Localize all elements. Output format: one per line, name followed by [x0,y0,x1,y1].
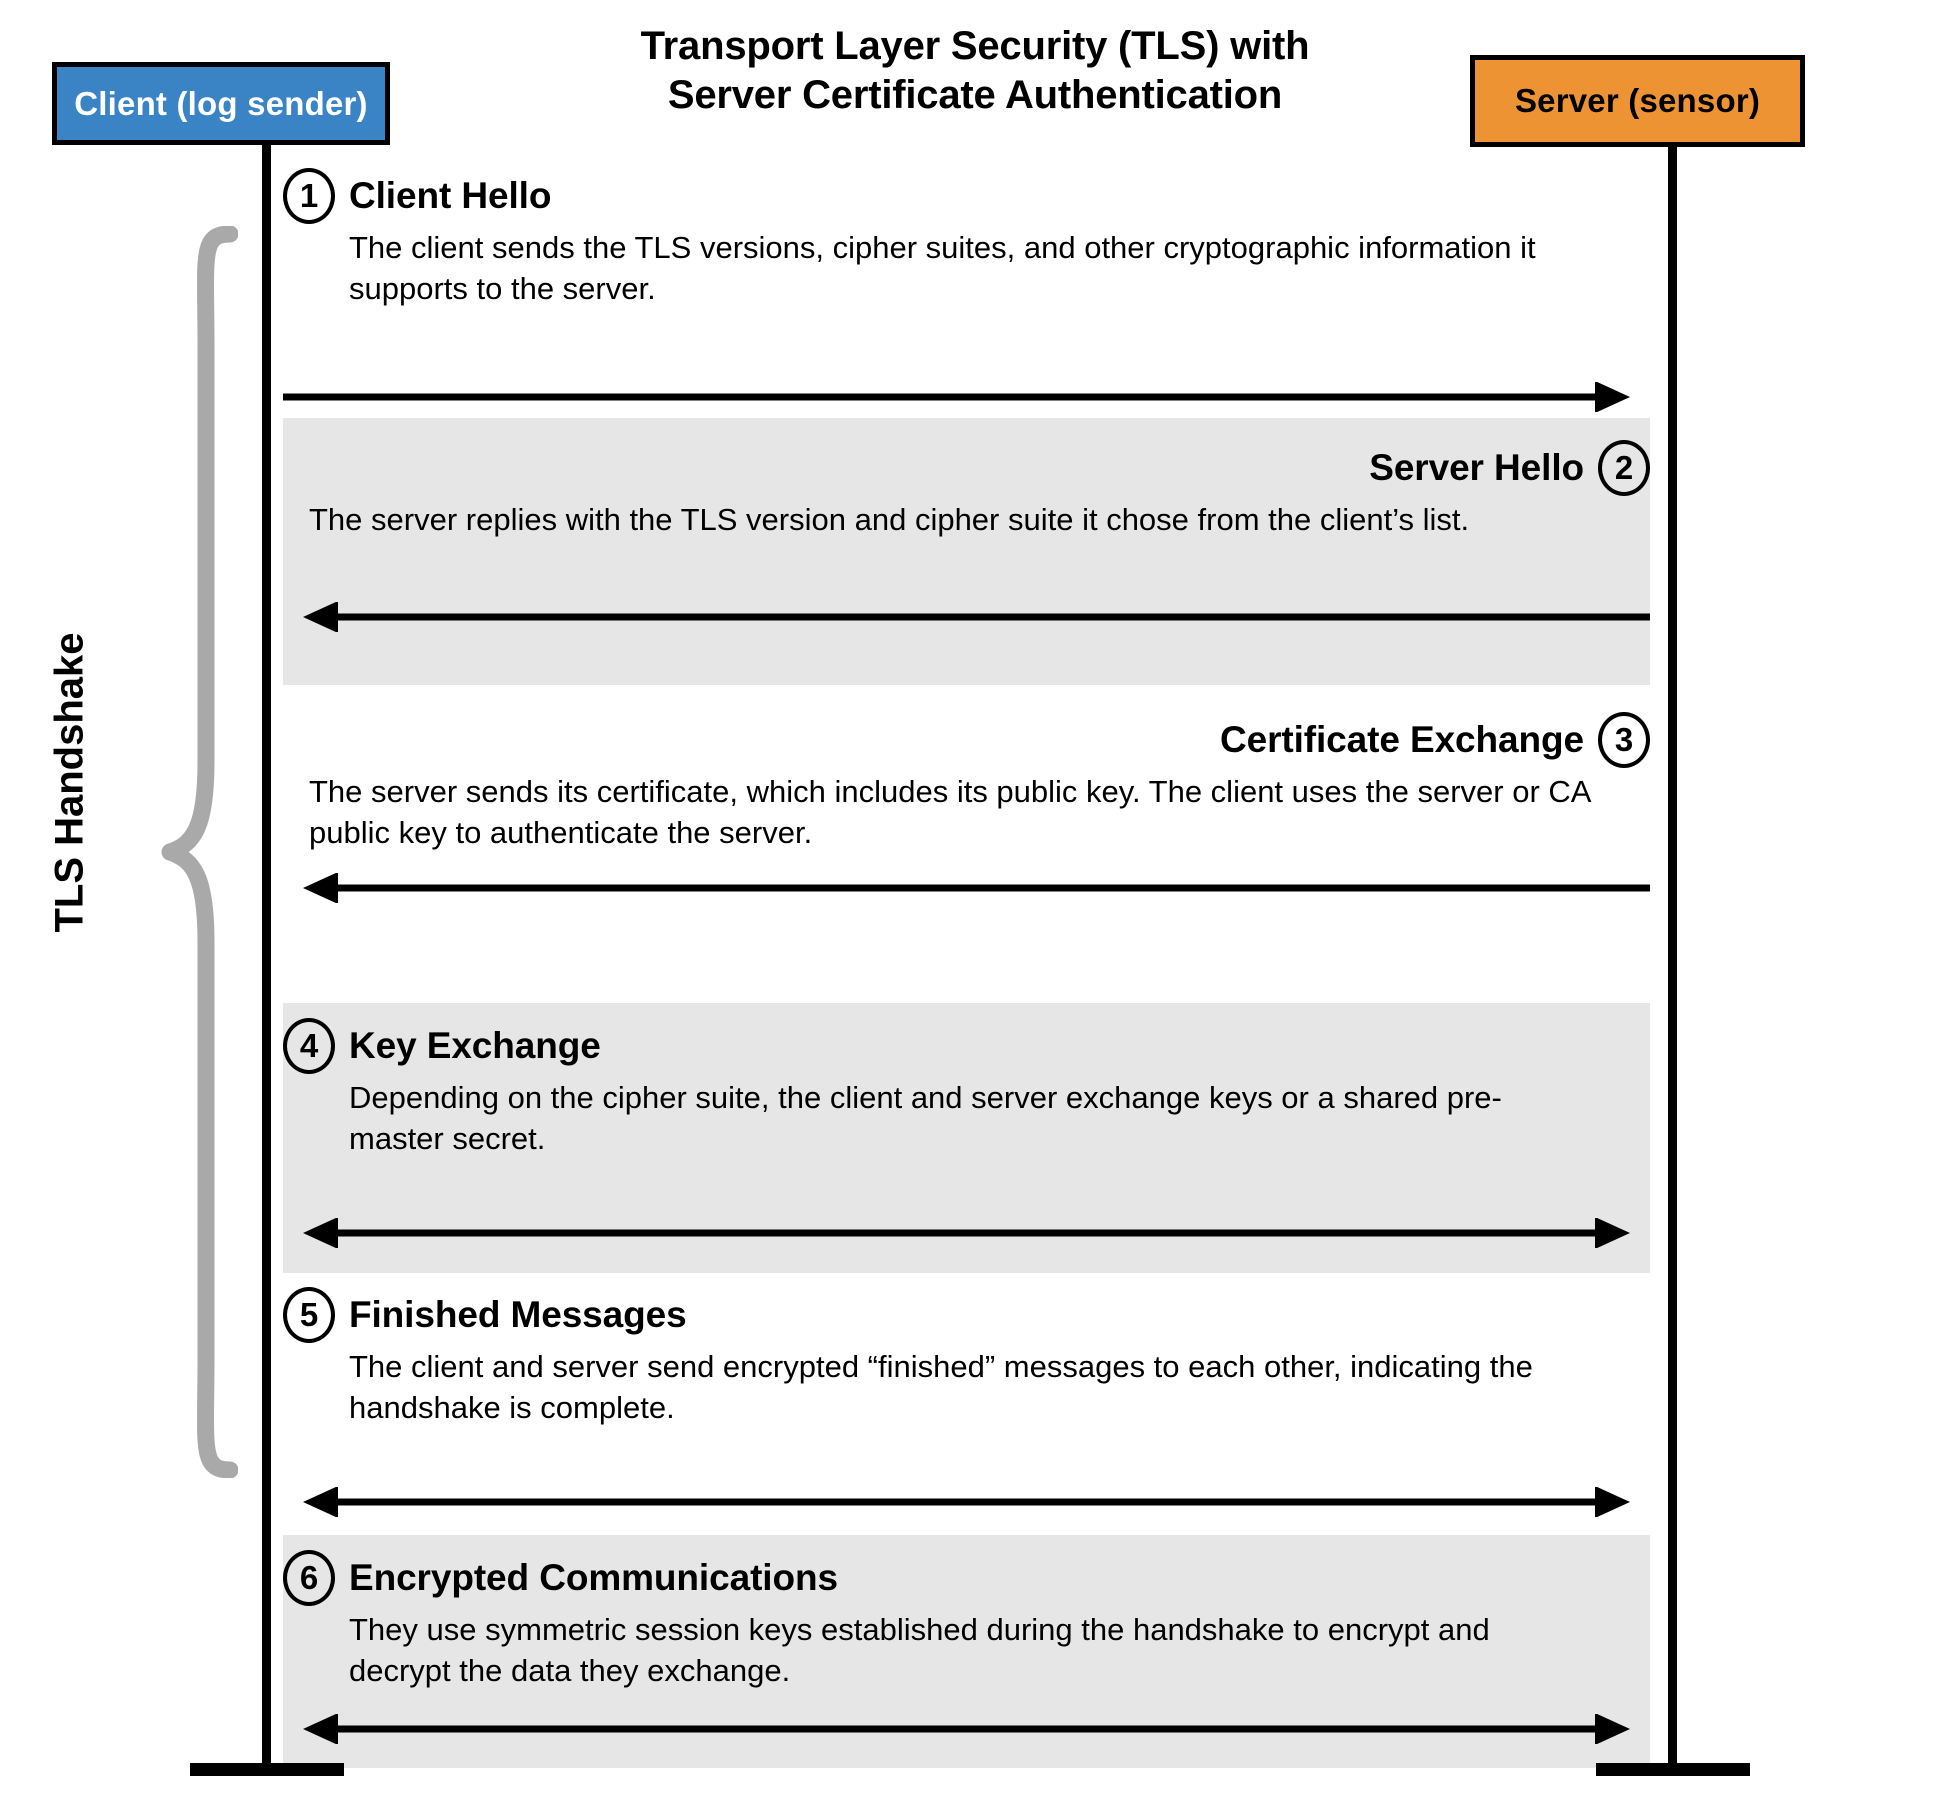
step-row-4: 4 Key Exchange Depending on the cipher s… [283,1018,1650,1160]
step-description-2: The server replies with the TLS version … [309,502,1470,537]
server-lifeline-foot [1596,1763,1750,1776]
actor-server-box[interactable]: Server (sensor) [1470,55,1805,147]
step-number-badge-2: 2 [1598,440,1650,496]
step-number-badge-1: 1 [283,168,335,224]
step-row-3: Certificate Exchange 3 The server sends … [283,712,1650,854]
step-description-5: The client and server send encrypted “fi… [349,1349,1533,1425]
tls-handshake-label: TLS Handshake [47,632,92,933]
step-header-5: 5 Finished Messages [283,1287,1650,1343]
step-title-5: Finished Messages [349,1294,687,1335]
title-line-2: Server Certificate Authentication [667,72,1283,117]
client-lifeline [262,144,271,1769]
page-title: Transport Layer Security (TLS) with Serv… [470,22,1480,120]
step-description-4: Depending on the cipher suite, the clien… [349,1080,1502,1156]
step-row-5: 5 Finished Messages The client and serve… [283,1287,1650,1429]
step-header-1: 1 Client Hello [283,168,1650,224]
actor-client-box[interactable]: Client (log sender) [52,62,390,145]
step-row-2: Server Hello 2 The server replies with t… [283,440,1650,541]
step-number-badge-4: 4 [283,1018,335,1074]
message-arrow-2-server-to-client [283,602,1650,632]
step-row-1: 1 Client Hello The client sends the TLS … [283,168,1650,310]
row-band-2 [283,418,1650,685]
step-title-4: Key Exchange [349,1025,601,1066]
step-header-4: 4 Key Exchange [283,1018,1650,1074]
step-number-badge-5: 5 [283,1287,335,1343]
step-title-2: Server Hello [1369,447,1584,488]
message-arrow-3-server-to-client [283,873,1650,903]
row-band-4 [283,1003,1650,1273]
message-arrow-1-client-to-server [283,382,1650,412]
title-line-1: Transport Layer Security (TLS) with [640,24,1310,68]
client-lifeline-foot [190,1763,344,1776]
step-description-3: The server sends its certificate, which … [309,774,1590,850]
step-description-6: They use symmetric session keys establis… [349,1612,1490,1688]
tls-handshake-brace-icon [160,225,239,1479]
step-number-badge-6: 6 [283,1550,335,1606]
step-title-6: Encrypted Communications [349,1557,838,1598]
step-header-6: 6 Encrypted Communications [283,1550,1650,1606]
message-arrow-5-bidirectional [283,1487,1650,1517]
step-number-badge-3: 3 [1598,712,1650,768]
step-row-6: 6 Encrypted Communications They use symm… [283,1550,1650,1692]
step-title-1: Client Hello [349,175,552,216]
server-lifeline [1668,146,1677,1769]
message-arrow-4-bidirectional [283,1218,1650,1248]
step-title-3: Certificate Exchange [1219,719,1584,760]
step-description-1: The client sends the TLS versions, ciphe… [349,230,1536,306]
step-header-2: Server Hello 2 [283,440,1650,496]
step-header-3: Certificate Exchange 3 [283,712,1650,768]
message-arrow-6-bidirectional [283,1714,1650,1744]
